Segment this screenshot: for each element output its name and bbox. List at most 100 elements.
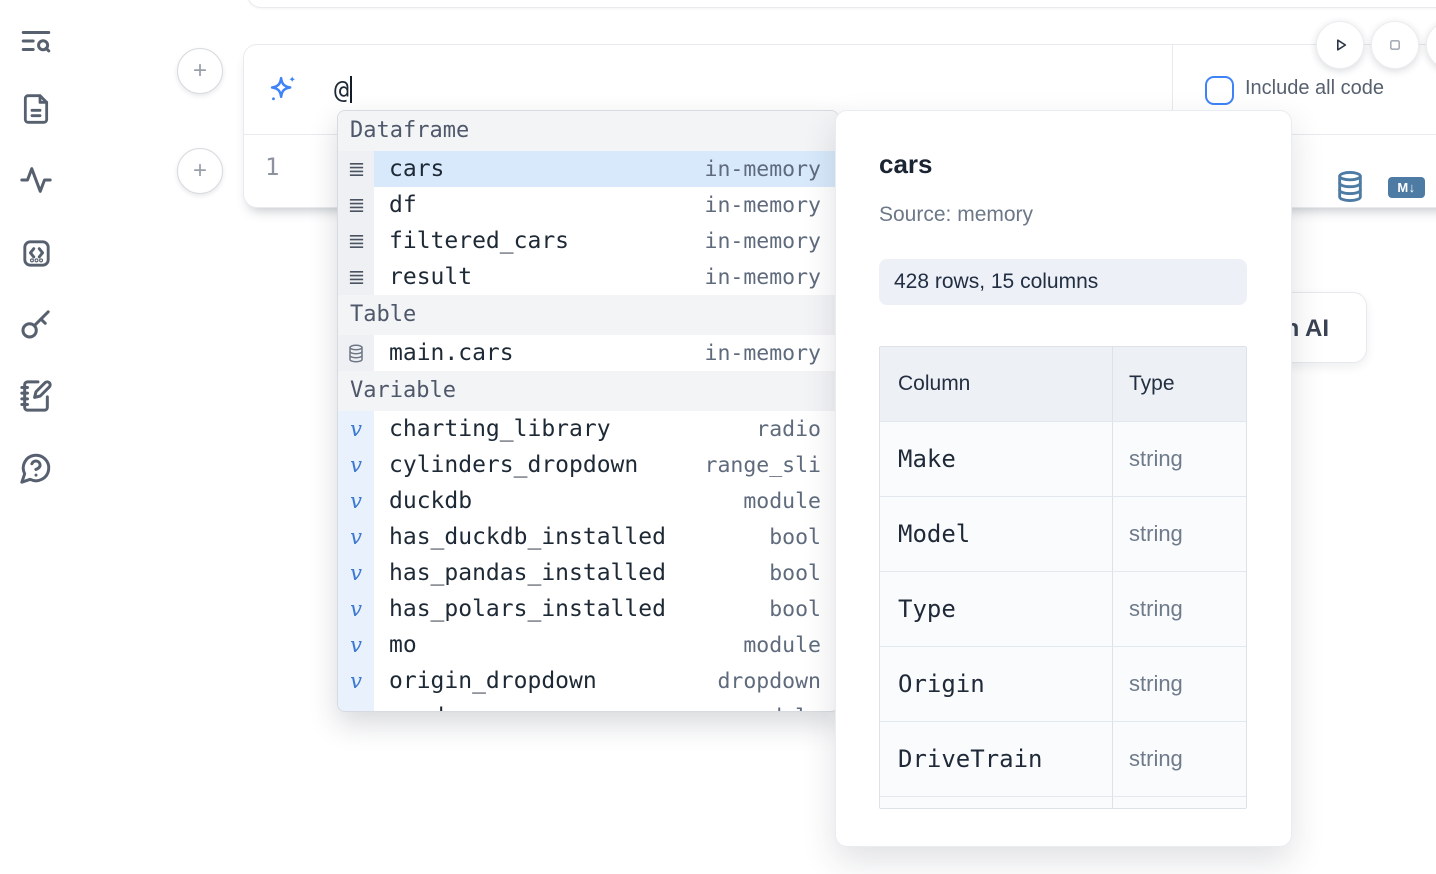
- table-row: Type string: [880, 571, 1246, 646]
- completion-type: in-memory: [704, 228, 822, 254]
- autocomplete-section-label: Dataframe: [338, 111, 838, 151]
- completion-type: bool: [769, 596, 821, 622]
- ai-sparkle-icon: [270, 76, 296, 101]
- sidebar-item-help[interactable]: [17, 449, 55, 487]
- database-small-icon: [349, 343, 363, 363]
- play-icon: [1337, 39, 1347, 51]
- popup-source: Source: memory: [879, 203, 1034, 226]
- completion-type: range_sli: [704, 452, 822, 478]
- help-chat-icon: [20, 453, 51, 484]
- rows-icon: [349, 162, 363, 176]
- column-name: Type: [898, 595, 956, 623]
- table-row: DriveTrain string: [880, 721, 1246, 796]
- autocomplete-item[interactable]: result in-memory: [338, 259, 838, 295]
- completion-name: df: [389, 192, 417, 218]
- run-cell-button[interactable]: [1316, 21, 1364, 69]
- completion-name: mo: [389, 632, 417, 658]
- completion-type: bool: [769, 524, 821, 550]
- column-type: string: [1129, 521, 1183, 546]
- completion-name: origin_dropdown: [389, 668, 597, 694]
- include-all-code-label: Include all code: [1245, 77, 1384, 99]
- add-cell-button-top[interactable]: +: [177, 48, 223, 94]
- completion-type: module: [743, 632, 821, 658]
- column-type: string: [1129, 746, 1183, 771]
- column-name: Model: [898, 520, 971, 548]
- database-icon[interactable]: [1336, 171, 1364, 207]
- column-header: Column: [898, 372, 971, 395]
- add-cell-button-bottom[interactable]: +: [177, 148, 223, 194]
- completion-name: main.cars: [389, 340, 514, 366]
- autocomplete-item[interactable]: v pandas module: [338, 699, 838, 712]
- sidebar-item-outline-search[interactable]: [17, 22, 55, 60]
- markdown-icon[interactable]: M↓: [1388, 177, 1425, 198]
- table-row-partial: [880, 796, 1246, 808]
- autocomplete-item[interactable]: filtered_cars in-memory: [338, 223, 838, 259]
- column-name: DriveTrain: [898, 745, 1043, 773]
- column-type: string: [1129, 596, 1183, 621]
- line-number: 1: [265, 153, 280, 181]
- table-header-row: Column Type: [880, 347, 1246, 421]
- rows-icon: [349, 234, 363, 248]
- completion-type: module: [743, 488, 821, 514]
- completion-type: bool: [769, 560, 821, 586]
- completion-type: in-memory: [704, 192, 822, 218]
- completion-name: has_polars_installed: [389, 596, 666, 622]
- completion-name: filtered_cars: [389, 228, 570, 254]
- column-name: Origin: [898, 670, 985, 698]
- rows-icon: [349, 198, 363, 212]
- completion-name: duckdb: [389, 488, 473, 514]
- completion-type: module: [743, 705, 838, 712]
- ai-prompt-input[interactable]: @: [334, 75, 353, 104]
- variable-icon: v: [350, 561, 362, 585]
- variable-icon: v: [350, 489, 362, 513]
- text-cursor: [350, 76, 353, 103]
- completion-type: radio: [756, 416, 821, 442]
- completion-name: has_duckdb_installed: [389, 524, 666, 550]
- stop-button[interactable]: [1371, 21, 1419, 69]
- completion-name: pandas: [374, 704, 472, 711]
- autocomplete-item[interactable]: v duckdb module: [338, 483, 838, 519]
- table-row: Model string: [880, 496, 1246, 571]
- sidebar-item-snippets[interactable]: [17, 234, 55, 272]
- rows-icon: [349, 270, 363, 284]
- popup-title: cars: [879, 149, 933, 179]
- variable-icon: v: [350, 453, 362, 477]
- sidebar-item-secrets[interactable]: [17, 305, 55, 343]
- file-document-icon: [23, 94, 49, 124]
- completion-type: in-memory: [704, 264, 822, 290]
- completion-type: in-memory: [704, 340, 822, 366]
- completion-name: has_pandas_installed: [389, 560, 666, 586]
- plus-icon: +: [192, 57, 207, 84]
- variable-icon: v: [350, 417, 362, 441]
- sidebar-item-tracer[interactable]: [17, 161, 55, 199]
- column-type: string: [1129, 671, 1183, 696]
- activity-icon: [20, 167, 52, 193]
- code-snippets-icon: [22, 239, 50, 267]
- sidebar-item-files[interactable]: [17, 90, 55, 128]
- stop-square-icon: [1390, 40, 1400, 50]
- autocomplete-item[interactable]: main.cars in-memory: [338, 335, 838, 371]
- autocomplete-item[interactable]: v charting_library radio: [338, 411, 838, 447]
- autocomplete-item[interactable]: cars in-memory: [338, 151, 838, 187]
- autocomplete-item[interactable]: v has_duckdb_installed bool: [338, 519, 838, 555]
- completion-name: charting_library: [389, 416, 611, 442]
- variable-icon: v: [350, 525, 362, 549]
- completion-name: result: [389, 264, 473, 290]
- column-type: string: [1129, 446, 1183, 471]
- completion-type: in-memory: [704, 156, 822, 182]
- sidebar-item-scratchpad[interactable]: [17, 377, 55, 415]
- autocomplete-item[interactable]: v mo module: [338, 627, 838, 663]
- completion-name: cars: [389, 156, 445, 182]
- type-header: Type: [1129, 372, 1175, 395]
- variable-icon: v: [350, 705, 362, 711]
- variable-icon: v: [350, 633, 362, 657]
- include-all-code-checkbox[interactable]: [1205, 76, 1234, 105]
- autocomplete-item[interactable]: v has_pandas_installed bool: [338, 555, 838, 591]
- autocomplete-item[interactable]: df in-memory: [338, 187, 838, 223]
